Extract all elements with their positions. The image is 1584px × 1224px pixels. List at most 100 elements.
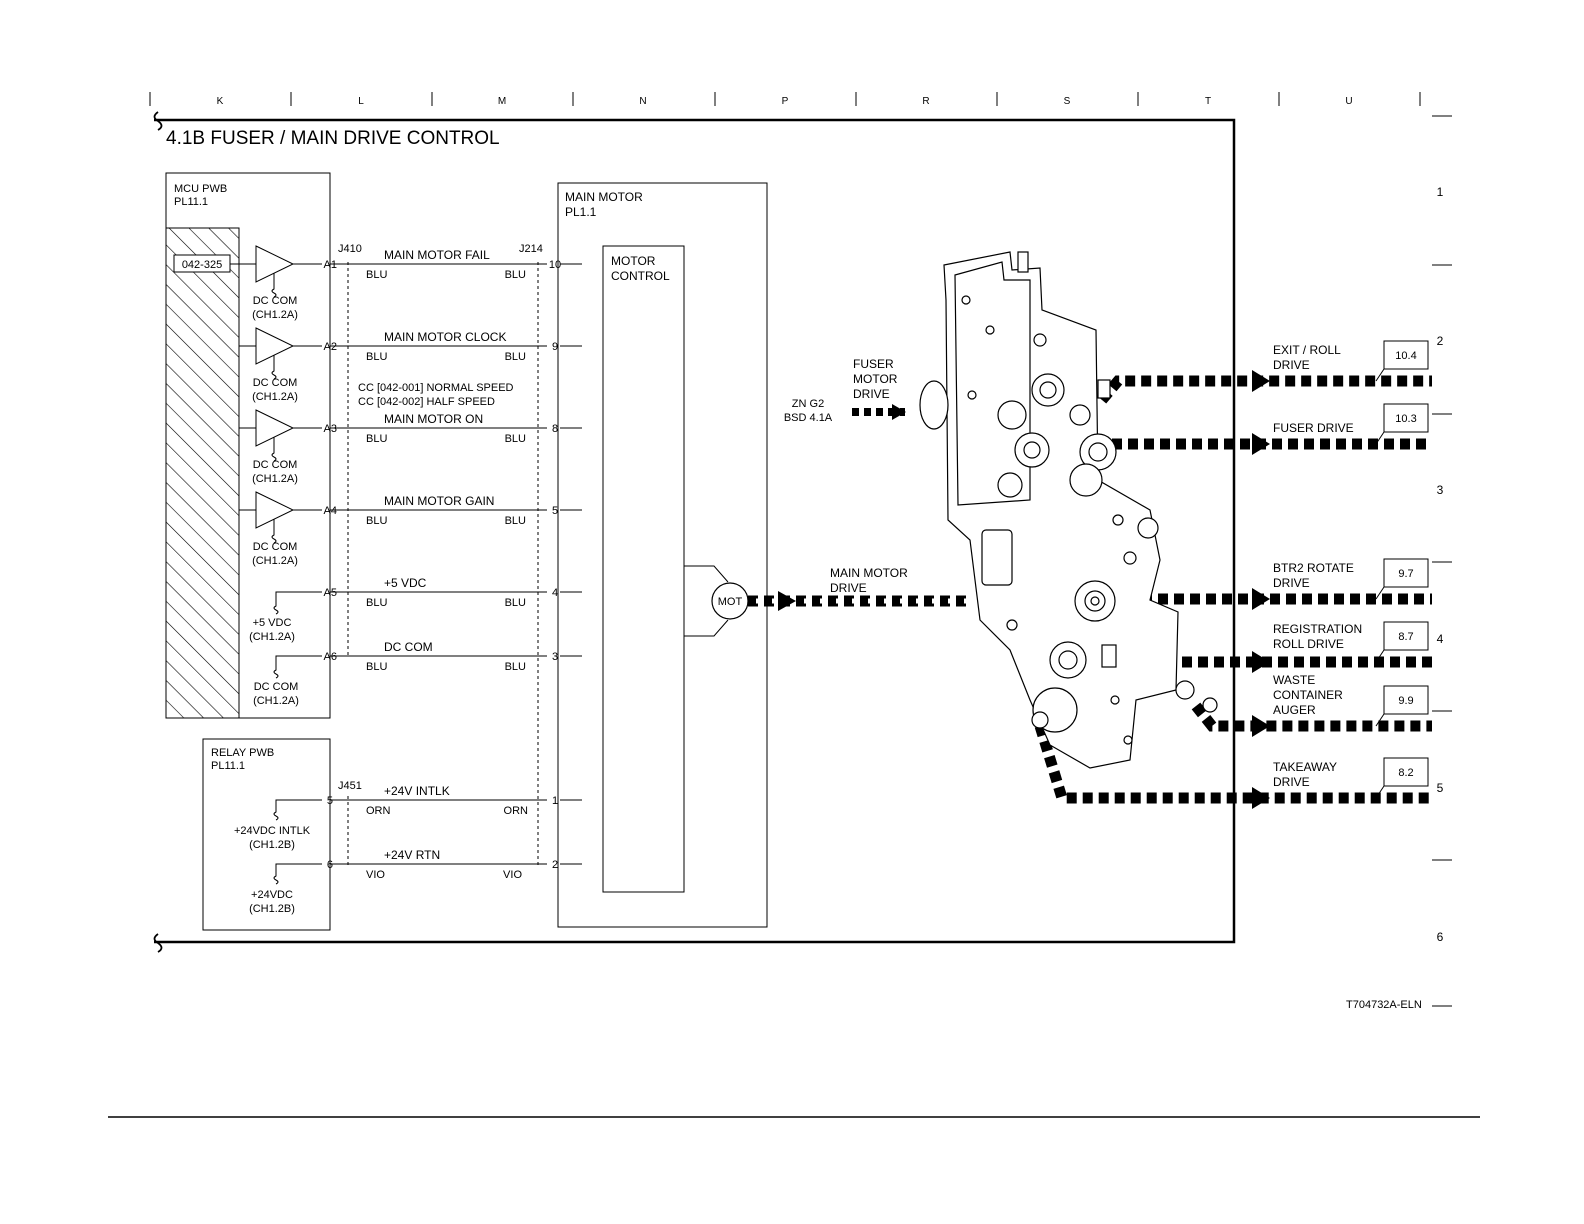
ground-symbol-relay-6: [273, 863, 322, 885]
col-label: P: [782, 96, 789, 107]
row-label: 1: [1437, 185, 1444, 199]
output-exit-roll: EXIT / ROLL DRIVE 10.4: [1273, 340, 1429, 382]
ground-label: (CH1.2B): [249, 903, 295, 915]
connector-j214: J214: [519, 243, 543, 255]
svg-text:REGISTRATION: REGISTRATION: [1273, 622, 1362, 636]
wire-color: BLU: [366, 433, 387, 445]
signal-name: DC COM: [384, 640, 433, 654]
relay-pwb: RELAY PWB PL11.1 J451 5 6 +24VDC INTLK (…: [202, 738, 362, 931]
wire-color: BLU: [366, 597, 387, 609]
wire-color: BLU: [366, 351, 387, 363]
row-ruler: 1 2 3 4 5 6: [1432, 115, 1452, 1007]
pin-label: 9: [552, 341, 558, 353]
diagram-title: 4.1B FUSER / MAIN DRIVE CONTROL: [166, 128, 500, 149]
svg-text:CONTAINER: CONTAINER: [1273, 688, 1343, 702]
wire-color: BLU: [505, 661, 526, 673]
pin-label: 3: [552, 651, 558, 663]
pin-label: A5: [324, 587, 337, 599]
motor-control-label: MOTOR: [611, 254, 656, 268]
ground-label: +24VDC: [251, 889, 293, 901]
wire-color: BLU: [505, 433, 526, 445]
buffer-a4: [239, 491, 322, 544]
pin-label: A6: [324, 651, 337, 663]
pin-label: 6: [327, 859, 333, 871]
wire-color: ORN: [366, 805, 391, 817]
svg-text:ROLL DRIVE: ROLL DRIVE: [1273, 637, 1344, 651]
col-label: S: [1064, 96, 1071, 107]
signal-name: +24V RTN: [384, 848, 440, 862]
wire-color: VIO: [503, 869, 522, 881]
wire-color: BLU: [366, 269, 387, 281]
row-label: 2: [1437, 334, 1444, 348]
motor-pl: PL1.1: [565, 205, 597, 219]
row-label: 3: [1437, 483, 1444, 497]
svg-text:BTR2 ROTATE: BTR2 ROTATE: [1273, 561, 1354, 575]
wire-color: BLU: [505, 351, 526, 363]
wire-color: BLU: [505, 515, 526, 527]
ground-symbol-a5: [273, 591, 322, 615]
fault-code: 042-325: [182, 259, 222, 271]
row-label: 6: [1437, 930, 1444, 944]
buffer-a2: [239, 327, 322, 380]
ground-label: DC COM: [253, 541, 298, 553]
zone-ref: ZN G2: [792, 398, 824, 410]
ref-box: 10.3: [1395, 413, 1416, 425]
buffer-a3: [239, 409, 322, 462]
ref-box: 8.2: [1398, 767, 1413, 779]
note-half-speed: CC [042-002] HALF SPEED: [358, 396, 495, 408]
break-mark-icon: [153, 933, 163, 953]
ground-label: (CH1.2A): [252, 473, 298, 485]
svg-text:EXIT / ROLL: EXIT / ROLL: [1273, 343, 1341, 357]
col-label: K: [217, 96, 224, 107]
relay-name: RELAY PWB: [211, 747, 274, 759]
output-waste-auger: WASTE CONTAINER AUGER 9.9: [1273, 673, 1429, 727]
zone-ref: BSD 4.1A: [784, 412, 833, 424]
note-normal-speed: CC [042-001] NORMAL SPEED: [358, 382, 514, 394]
col-label: N: [639, 96, 646, 107]
fuser-motor-label: MOTOR: [853, 372, 898, 386]
svg-text:DRIVE: DRIVE: [1273, 358, 1310, 372]
svg-text:DRIVE: DRIVE: [1273, 775, 1310, 789]
wire-color: BLU: [505, 597, 526, 609]
pin-label: A4: [324, 505, 337, 517]
ground-label: +5 VDC: [253, 617, 292, 629]
ground-symbol-relay-5: [273, 799, 322, 821]
output-fuser-drive: FUSER DRIVE 10.3: [1273, 403, 1429, 445]
wire-color: BLU: [366, 661, 387, 673]
ground-label: (CH1.2A): [249, 631, 295, 643]
motor-name: MAIN MOTOR: [565, 190, 643, 204]
signal-name: MAIN MOTOR GAIN: [384, 494, 494, 508]
j214-pins: [547, 257, 560, 871]
motor-control-label: CONTROL: [611, 269, 670, 283]
ground-label: DC COM: [254, 681, 299, 693]
pin-label: 5: [327, 795, 333, 807]
ref-box: 10.4: [1395, 350, 1416, 362]
signal-name: MAIN MOTOR CLOCK: [384, 330, 506, 344]
ground-label: (CH1.2A): [252, 555, 298, 567]
mcu-pl: PL11.1: [174, 196, 208, 208]
pin-label: 2: [552, 859, 558, 871]
ground-label: +24VDC INTLK: [234, 825, 311, 837]
col-label: M: [498, 96, 506, 107]
ground-label: (CH1.2A): [252, 391, 298, 403]
svg-text:AUGER: AUGER: [1273, 703, 1316, 717]
diagram-frame: [154, 118, 1236, 944]
ref-box: 9.9: [1398, 695, 1413, 707]
col-label: U: [1345, 96, 1352, 107]
col-label: R: [922, 96, 929, 107]
column-ruler: K L M N P R S T U: [149, 92, 1421, 107]
buffer-a1: [239, 245, 322, 298]
pin-label: A3: [324, 423, 337, 435]
signal-name: +24V INTLK: [384, 784, 450, 798]
ground-label: DC COM: [253, 459, 298, 471]
signal-name: +5 VDC: [384, 576, 427, 590]
wire-color: ORN: [504, 805, 529, 817]
relay-pl: PL11.1: [211, 760, 245, 772]
motor-control-box: [602, 245, 685, 893]
main-motor-drive-label: MAIN MOTOR: [830, 566, 908, 580]
col-label: L: [358, 96, 364, 107]
svg-text:DRIVE: DRIVE: [1273, 576, 1310, 590]
wires: [330, 263, 582, 865]
signal-name: MAIN MOTOR ON: [384, 412, 483, 426]
